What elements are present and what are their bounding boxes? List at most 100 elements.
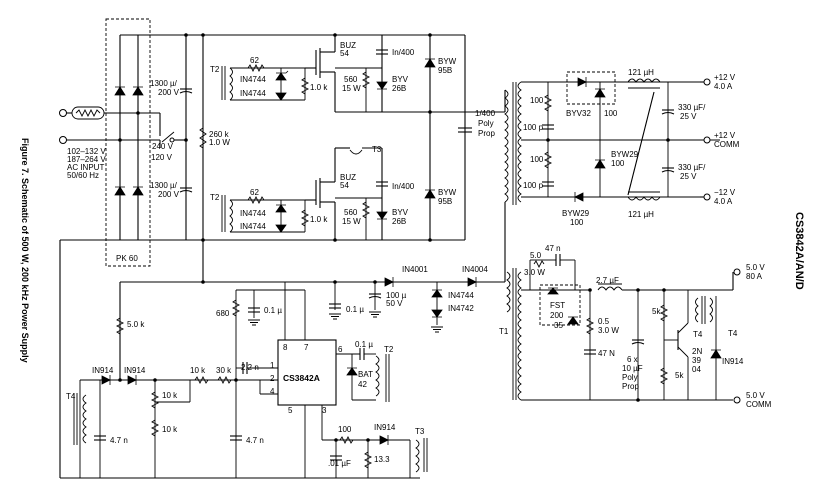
- output-terminals: +12 V 4.0 A +12 V COMM −12 V 4.0 A 5.0 V…: [700, 73, 772, 409]
- svg-text:50 V: 50 V: [386, 299, 403, 308]
- svg-text:100: 100: [530, 155, 544, 164]
- thermistor: [71, 106, 105, 120]
- svg-text:10 k: 10 k: [162, 391, 178, 400]
- svg-text:IN4742: IN4742: [448, 304, 474, 313]
- svg-text:IN4744: IN4744: [240, 89, 266, 98]
- svg-text:T2: T2: [210, 193, 220, 202]
- svg-text:0.5: 0.5: [598, 317, 610, 326]
- svg-text:4.0 A: 4.0 A: [714, 197, 733, 206]
- bridge-diodes: [114, 35, 144, 240]
- upper-stage: T2 62 IN4744 IN4744 1.0 k BUZ 54 In/400: [210, 33, 466, 240]
- svg-text:BYW: BYW: [438, 188, 457, 197]
- coupling-cap: 1/400 Poly Prop: [458, 109, 505, 138]
- svg-text:T2: T2: [384, 345, 394, 354]
- svg-text:1.0 W: 1.0 W: [209, 138, 230, 147]
- svg-text:42: 42: [358, 380, 367, 389]
- part-number: CS3842A/AN/D: [793, 212, 805, 290]
- svg-text:330 µF/: 330 µF/: [678, 103, 706, 112]
- svg-text:100: 100: [530, 96, 544, 105]
- svg-text:2: 2: [270, 374, 275, 383]
- svg-text:BYV: BYV: [392, 208, 409, 217]
- svg-text:4.0 A: 4.0 A: [714, 82, 733, 91]
- svg-text:IN4744: IN4744: [240, 222, 266, 231]
- svg-text:35: 35: [554, 321, 563, 330]
- svg-text:Prop: Prop: [478, 129, 495, 138]
- svg-text:1: 1: [270, 361, 275, 370]
- svg-text:3.0 W: 3.0 W: [524, 268, 545, 277]
- svg-text:260 k: 260 k: [209, 130, 230, 139]
- svg-text:BYV32: BYV32: [566, 109, 591, 118]
- svg-text:5k: 5k: [675, 371, 684, 380]
- figure-caption: Figure 7. Schematic of 500 W, 200 kHz Po…: [20, 138, 30, 363]
- svg-text:7: 7: [304, 343, 309, 352]
- svg-text:Prop: Prop: [622, 382, 639, 391]
- svg-text:25 V: 25 V: [680, 112, 697, 121]
- svg-text:54: 54: [340, 49, 349, 58]
- secondary-12v: 100 100 p 100 100 p BYV32 100 BYW29 100 …: [521, 68, 720, 227]
- lower-stage: T3 T2 62 IN4744 IN4744 1.0 k BUZ 54 In/4…: [210, 145, 457, 242]
- svg-text:95B: 95B: [438, 197, 452, 206]
- svg-text:IN914: IN914: [92, 366, 114, 375]
- svg-text:.01 µF: .01 µF: [328, 459, 351, 468]
- svg-text:T2: T2: [210, 65, 220, 74]
- svg-text:200 V: 200 V: [158, 190, 180, 199]
- svg-text:680: 680: [216, 309, 230, 318]
- ac-input-section: 102–132 V 187–264 V AC INPUT 50/60 Hz PK…: [59, 18, 465, 282]
- svg-text:5.0: 5.0: [530, 251, 542, 260]
- svg-text:IN914: IN914: [374, 423, 396, 432]
- svg-text:100: 100: [338, 425, 352, 434]
- svg-text:T3: T3: [415, 427, 425, 436]
- svg-text:330 µF/: 330 µF/: [678, 163, 706, 172]
- controller: CS3842A 8 7 6 1 2 4 5 3 5.0 k IN914 IN91…: [59, 239, 428, 479]
- svg-text:5: 5: [288, 406, 293, 415]
- svg-text:15 W: 15 W: [342, 217, 361, 226]
- ac-terminal-1: [59, 109, 67, 117]
- svg-text:102–132 V: 102–132 V: [67, 147, 106, 156]
- svg-text:CS3842A: CS3842A: [283, 373, 320, 383]
- svg-text:54: 54: [340, 181, 349, 190]
- svg-text:1/400: 1/400: [475, 109, 496, 118]
- svg-text:560: 560: [344, 208, 358, 217]
- svg-text:COMM: COMM: [714, 140, 740, 149]
- svg-text:BAT: BAT: [358, 370, 373, 379]
- svg-text:In/400: In/400: [392, 182, 415, 191]
- svg-text:BUZ: BUZ: [340, 173, 356, 182]
- bridge-box: [105, 18, 151, 267]
- svg-text:95B: 95B: [438, 66, 452, 75]
- svg-text:4.7 n: 4.7 n: [110, 436, 128, 445]
- svg-text:62: 62: [250, 56, 259, 65]
- ac-terminal-2: [59, 136, 67, 144]
- svg-text:100: 100: [611, 159, 625, 168]
- svg-text:IN4744: IN4744: [240, 209, 266, 218]
- svg-text:5k: 5k: [652, 307, 661, 316]
- svg-text:5.0 k: 5.0 k: [127, 320, 145, 329]
- svg-text:−12 V: −12 V: [714, 188, 736, 197]
- ic-cs3842a: [277, 339, 337, 406]
- svg-text:5.0 V: 5.0 V: [746, 391, 765, 400]
- svg-text:10 µF: 10 µF: [622, 364, 643, 373]
- svg-text:25 V: 25 V: [680, 172, 697, 181]
- svg-text:200: 200: [550, 311, 564, 320]
- svg-text:T3: T3: [372, 145, 382, 154]
- svg-text:PK 60: PK 60: [116, 254, 138, 263]
- svg-text:4.7 n: 4.7 n: [246, 436, 264, 445]
- svg-text:BYW29: BYW29: [611, 150, 639, 159]
- svg-text:3.0 W: 3.0 W: [598, 326, 619, 335]
- svg-text:100 p: 100 p: [523, 123, 544, 132]
- svg-text:47 N: 47 N: [598, 349, 615, 358]
- svg-text:2.2 n: 2.2 n: [241, 363, 259, 372]
- secondary-5v: T1 5.0 3.0 W 47 n FST 200 35 2.7 µF 0.5 …: [499, 244, 744, 402]
- main-transformer: [504, 81, 522, 250]
- svg-text:8: 8: [283, 343, 288, 352]
- svg-text:In/400: In/400: [392, 48, 415, 57]
- svg-text:100: 100: [570, 218, 584, 227]
- svg-text:240 V: 240 V: [152, 142, 174, 151]
- svg-text:200 V: 200 V: [158, 88, 180, 97]
- svg-text:1300 µ/: 1300 µ/: [150, 181, 178, 190]
- svg-text:187–264 V: 187–264 V: [67, 155, 106, 164]
- svg-text:2.7 µF: 2.7 µF: [596, 276, 619, 285]
- svg-text:26B: 26B: [392, 84, 406, 93]
- svg-text:39: 39: [692, 356, 701, 365]
- svg-text:2N: 2N: [692, 347, 702, 356]
- svg-text:IN4001: IN4001: [402, 265, 428, 274]
